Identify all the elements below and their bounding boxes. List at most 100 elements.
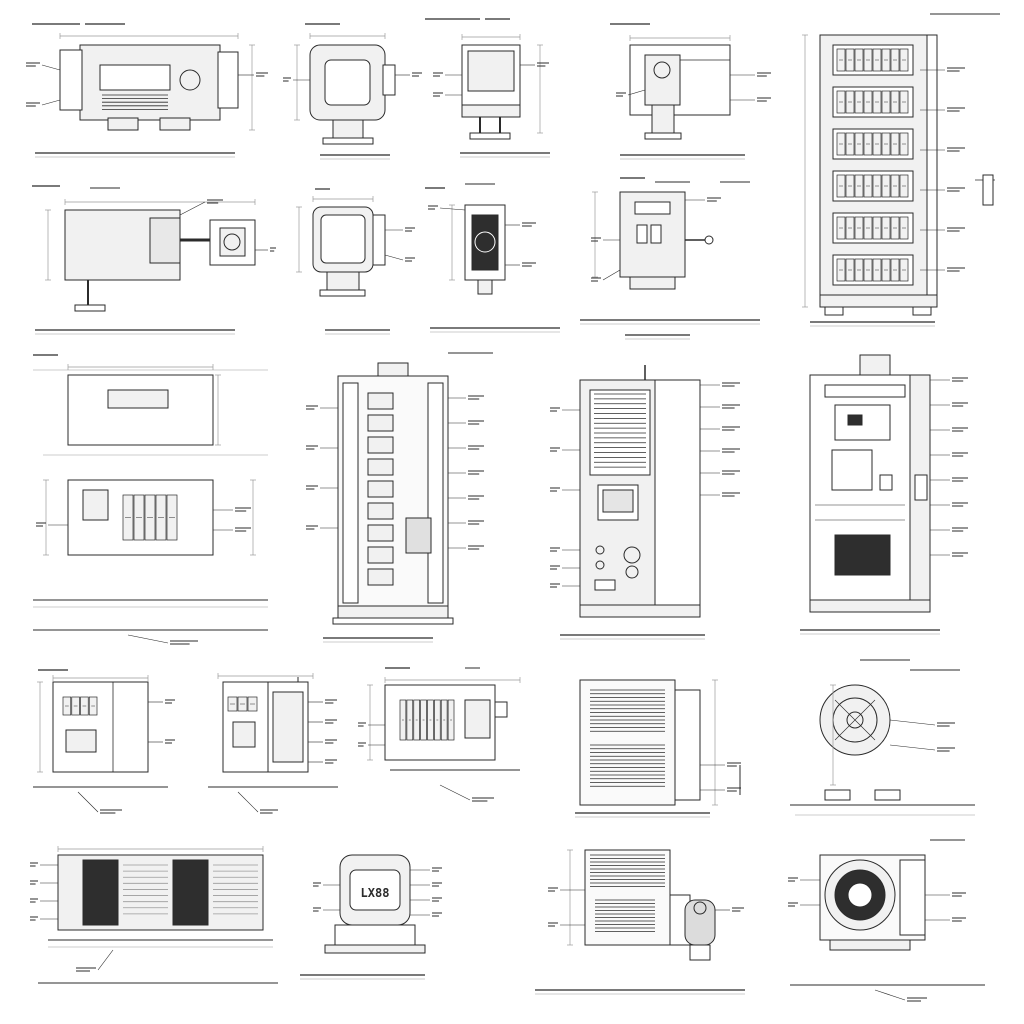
control-box-drawing bbox=[580, 177, 760, 340]
base-panel bbox=[461, 104, 521, 118]
indicator bbox=[847, 414, 863, 426]
breaker bbox=[367, 502, 394, 520]
panel bbox=[52, 681, 149, 773]
leader-line bbox=[237, 791, 259, 813]
fan-unit-drawing bbox=[788, 839, 985, 1002]
chiller-with-tank-drawing bbox=[535, 849, 745, 995]
stand-base bbox=[319, 289, 366, 297]
plinth bbox=[579, 604, 701, 618]
leader-line bbox=[384, 254, 404, 261]
louvered-cabinet-drawing bbox=[550, 365, 740, 640]
gauge bbox=[625, 565, 639, 579]
leader-line bbox=[439, 207, 466, 211]
breaker bbox=[367, 546, 394, 564]
ups-base bbox=[334, 924, 416, 946]
breaker bbox=[367, 436, 394, 454]
side-box bbox=[372, 214, 386, 266]
ups-unit-drawing: LX88 bbox=[300, 854, 442, 980]
busbar-cabinet bbox=[172, 859, 209, 926]
relay-block bbox=[831, 449, 873, 491]
nameplate bbox=[99, 64, 171, 91]
screen bbox=[467, 50, 515, 92]
stand-base bbox=[322, 137, 374, 145]
relay bbox=[879, 474, 893, 491]
foot bbox=[159, 117, 191, 131]
base bbox=[332, 617, 454, 625]
impeller bbox=[653, 61, 671, 79]
valve-port bbox=[474, 231, 496, 253]
leader-line bbox=[874, 989, 906, 1001]
side-panel bbox=[899, 859, 926, 936]
terminal-box bbox=[149, 217, 181, 264]
terminal-block bbox=[65, 729, 97, 753]
foot bbox=[74, 304, 106, 312]
gauge bbox=[623, 546, 641, 564]
coil-section-drawing bbox=[790, 659, 975, 816]
leader-line bbox=[889, 744, 936, 751]
valve-body-drawing bbox=[425, 183, 560, 333]
terminal-rail-drawing bbox=[358, 667, 521, 802]
side-wall bbox=[926, 34, 938, 296]
relay-block bbox=[232, 721, 256, 748]
panel-plan-drawing bbox=[33, 354, 268, 645]
stand bbox=[332, 119, 364, 139]
tank-valve bbox=[693, 901, 707, 915]
door bbox=[320, 214, 366, 264]
relay bbox=[464, 699, 491, 739]
busbar-cabinet bbox=[82, 859, 119, 926]
top-hood bbox=[859, 354, 891, 376]
side-panel bbox=[654, 379, 701, 606]
base-block bbox=[874, 789, 901, 801]
leader-line bbox=[41, 64, 61, 71]
top-hood bbox=[377, 362, 409, 377]
plinth bbox=[809, 599, 931, 613]
switchgear-cabinet-drawing bbox=[306, 352, 493, 643]
breaker bbox=[367, 568, 394, 586]
plinth bbox=[819, 294, 938, 308]
ups-front bbox=[349, 869, 401, 911]
base-block bbox=[824, 789, 851, 801]
pedestal bbox=[651, 104, 675, 134]
leader-line bbox=[127, 634, 169, 644]
air-unit-drawing bbox=[575, 679, 741, 818]
switch bbox=[636, 224, 648, 244]
pump-assembly-drawing bbox=[610, 23, 771, 160]
leader-line bbox=[439, 784, 471, 801]
foot bbox=[469, 132, 511, 140]
breaker bbox=[367, 392, 394, 410]
breaker-stack bbox=[272, 691, 304, 763]
breaker bbox=[367, 414, 394, 432]
foot bbox=[824, 306, 844, 316]
top-tray bbox=[824, 384, 906, 398]
enclosure-rounded-drawing bbox=[283, 23, 422, 160]
leader-line bbox=[41, 99, 61, 106]
base bbox=[629, 276, 676, 290]
end-cap bbox=[59, 49, 83, 111]
dual-panel-drawing bbox=[208, 673, 338, 814]
pump-body bbox=[644, 54, 681, 106]
busbar-assembly-drawing bbox=[30, 846, 278, 984]
breaker bbox=[367, 458, 394, 476]
switch bbox=[650, 224, 662, 244]
unit-body bbox=[579, 679, 676, 806]
door bbox=[324, 59, 371, 106]
leader-line bbox=[179, 201, 206, 216]
ups-model-label: LX88 bbox=[361, 886, 390, 900]
breaker bbox=[367, 480, 394, 498]
knob bbox=[595, 560, 605, 570]
coil-detail bbox=[834, 699, 876, 741]
stem bbox=[477, 279, 493, 295]
side-detail bbox=[982, 174, 994, 206]
leader-line bbox=[77, 791, 99, 813]
coil-hub bbox=[846, 711, 864, 729]
transformer bbox=[834, 534, 891, 576]
side-rail bbox=[342, 382, 359, 604]
display bbox=[634, 201, 671, 215]
valve-body bbox=[471, 214, 499, 271]
coupling bbox=[179, 69, 201, 91]
base bbox=[829, 939, 911, 951]
side-terminal bbox=[494, 701, 508, 718]
display bbox=[602, 489, 634, 513]
generator-horizontal-drawing bbox=[26, 23, 268, 158]
